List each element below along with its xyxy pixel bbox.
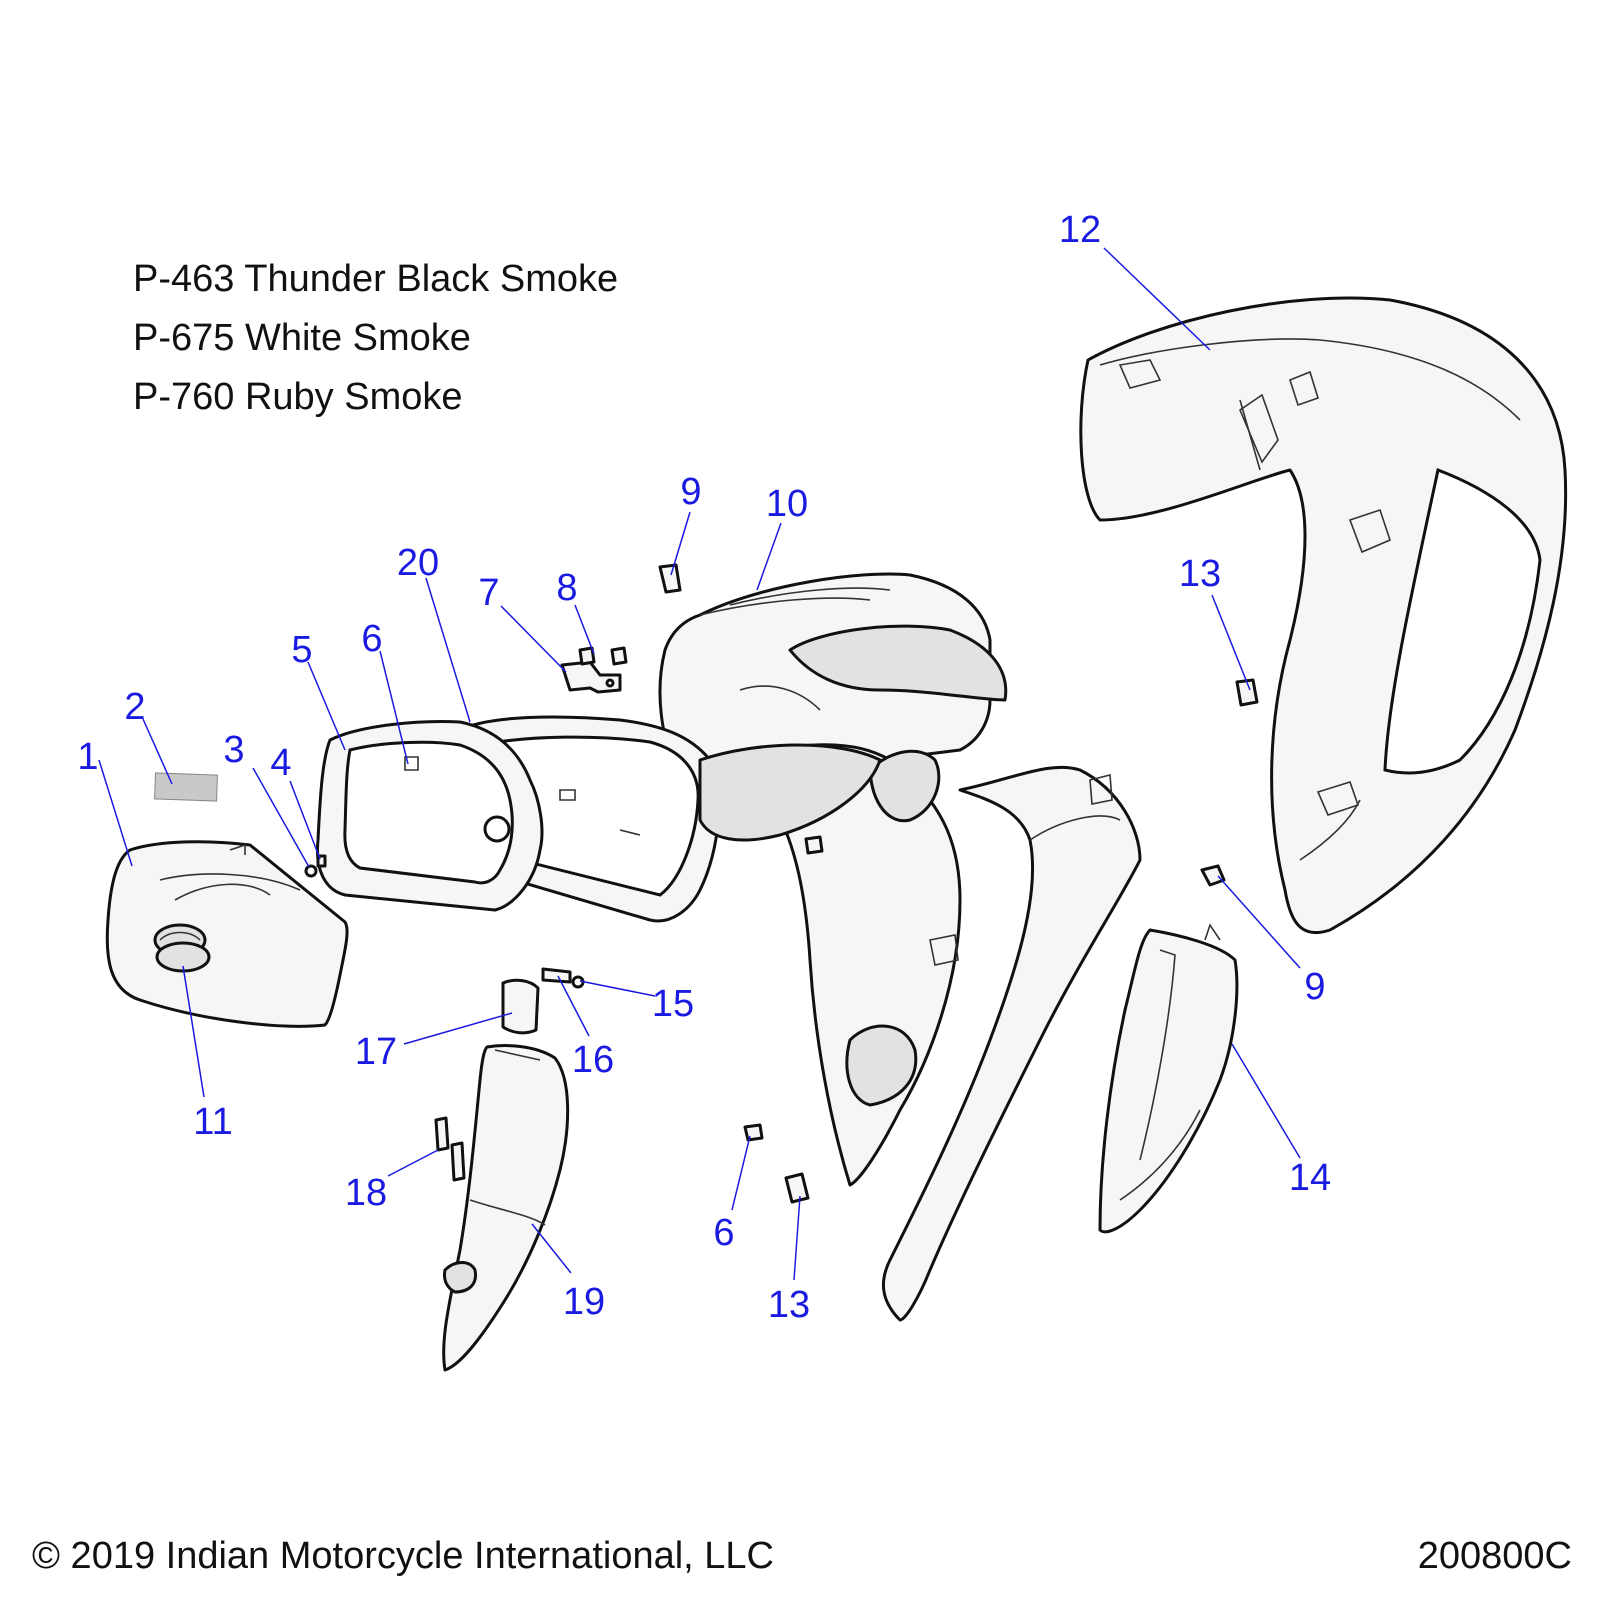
callout-13-right: 13	[1179, 553, 1221, 595]
callout-18: 18	[345, 1172, 387, 1214]
leader-3	[252, 767, 310, 868]
callout-3: 3	[223, 729, 244, 771]
callout-6-lower: 6	[713, 1212, 734, 1254]
paint-code-1: P-463 Thunder Black Smoke	[133, 258, 619, 300]
copyright-text: © 2019 Indian Motorcycle International, …	[32, 1535, 774, 1577]
paint-code-2: P-675 White Smoke	[133, 317, 471, 359]
leader-14	[1231, 1043, 1301, 1159]
bracket-part-7	[560, 660, 622, 694]
callout-7: 7	[478, 572, 499, 614]
clip-part-9-right	[1200, 864, 1226, 887]
screw-part-6-lower	[743, 1123, 764, 1142]
lower-fairing-body	[698, 743, 1142, 1322]
leader-19	[531, 1223, 572, 1274]
leader-11	[182, 965, 205, 1098]
washer-part-3	[304, 864, 318, 878]
callout-6-top: 6	[361, 618, 382, 660]
leader-8	[574, 604, 595, 655]
leader-13-right	[1211, 594, 1251, 691]
callout-11: 11	[193, 1101, 232, 1143]
callout-5: 5	[291, 629, 312, 671]
leader-16	[557, 975, 590, 1037]
bolt-part-16	[541, 967, 572, 984]
diagram-id: 200800C	[1417, 1535, 1572, 1577]
leader-13-bottom	[793, 1195, 801, 1281]
callout-17: 17	[355, 1031, 397, 1073]
nut-part-13-right	[1235, 678, 1259, 707]
callout-20: 20	[397, 542, 439, 584]
leader-20	[425, 577, 471, 723]
callout-19: 19	[563, 1281, 605, 1323]
screw-part-8	[578, 646, 628, 666]
leader-2	[142, 718, 173, 785]
decal-part-2	[154, 772, 218, 802]
callout-12: 12	[1059, 209, 1101, 251]
badge-part-11	[155, 941, 211, 973]
screw-part-6-mid	[804, 835, 824, 855]
inner-fairing-part-10	[658, 572, 1008, 777]
leader-4	[289, 780, 321, 860]
leader-12	[1103, 247, 1211, 351]
leader-18	[387, 1149, 439, 1177]
screw-part-18	[434, 1116, 466, 1182]
nut-part-13-bottom	[784, 1172, 810, 1204]
callout-numbers: 1 2 3 4 5 6 20 7 8 9 10 12 13 9 14 15 16…	[77, 209, 1331, 1326]
callout-13-bottom: 13	[768, 1284, 810, 1326]
outer-fairing-part-12	[1079, 296, 1568, 935]
leader-9-right	[1217, 875, 1301, 969]
grommet-part-17	[501, 978, 540, 1035]
leader-10	[756, 522, 782, 591]
leader-15	[579, 980, 656, 997]
leader-5	[307, 661, 346, 751]
lower-panel-part-19	[442, 1044, 570, 1372]
callout-16: 16	[572, 1039, 614, 1081]
leader-1	[98, 759, 133, 867]
leader-lines	[98, 247, 1301, 1281]
callout-15: 15	[652, 983, 694, 1025]
side-panel-part-14	[1098, 923, 1239, 1234]
clip-part-9-top	[658, 563, 682, 594]
leader-9-top	[670, 511, 691, 576]
callout-8: 8	[556, 567, 577, 609]
callout-2: 2	[124, 686, 145, 728]
leader-7	[500, 605, 567, 673]
callout-1: 1	[77, 736, 98, 778]
callout-9-right: 9	[1304, 966, 1325, 1008]
leader-6-top	[379, 650, 409, 765]
paint-code-3: P-760 Ruby Smoke	[133, 376, 463, 418]
callout-9-top: 9	[680, 471, 701, 513]
callout-14: 14	[1289, 1157, 1331, 1199]
bezel-part-5	[315, 720, 544, 912]
leader-6-lower	[731, 1135, 751, 1211]
leader-17	[403, 1012, 513, 1045]
callout-4: 4	[270, 742, 291, 784]
callout-10: 10	[766, 483, 808, 525]
